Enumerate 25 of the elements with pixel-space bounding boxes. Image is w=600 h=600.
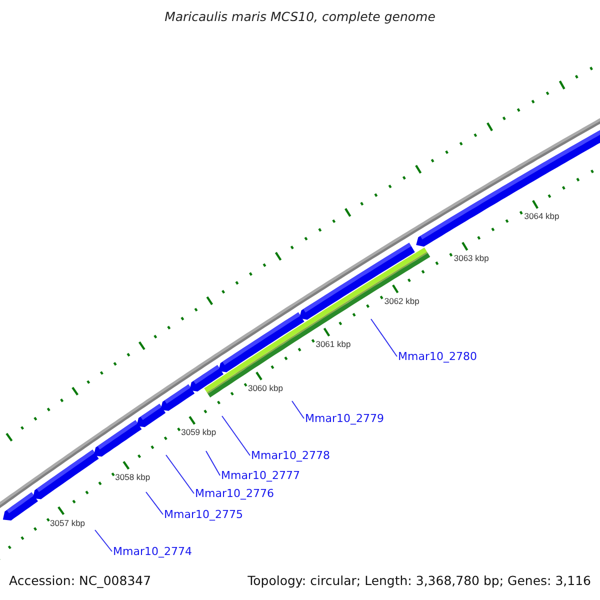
gene-label: Mmar10_2780	[398, 351, 477, 362]
leader-line	[206, 450, 220, 476]
leader-line	[94, 530, 112, 552]
leader-line	[146, 492, 164, 515]
leader-line	[222, 416, 250, 456]
gene-label: Mmar10_2774	[113, 546, 192, 557]
position-label: 3064 kbp	[524, 212, 560, 221]
gene-label: Mmar10_2779	[305, 413, 384, 424]
position-label: 3061 kbp	[316, 340, 351, 349]
leader-line	[292, 400, 304, 419]
gene-label: Mmar10_2775	[164, 509, 243, 520]
position-label: 3062 kbp	[384, 296, 420, 306]
genome-summary: Topology: circular; Length: 3,368,780 bp; Genes: 3,116	[248, 575, 591, 588]
title: Maricaulis maris MCS10, complete genome	[164, 11, 436, 24]
leader-line	[166, 454, 194, 494]
gene-label: Mmar10_2777	[221, 470, 300, 481]
position-label: 3057 kbp	[50, 518, 86, 528]
position-label: 3063 kbp	[454, 254, 489, 263]
gene-label: Mmar10_2778	[251, 450, 330, 461]
position-label: 3060 kbp	[248, 384, 283, 392]
leader-line	[370, 318, 398, 357]
gene-label: Mmar10_2776	[195, 488, 274, 499]
position-label: 3058 kbp	[115, 473, 150, 482]
accession-label: Accession: NC_008347	[9, 575, 152, 588]
position-label: 3059 kbp	[181, 428, 216, 437]
